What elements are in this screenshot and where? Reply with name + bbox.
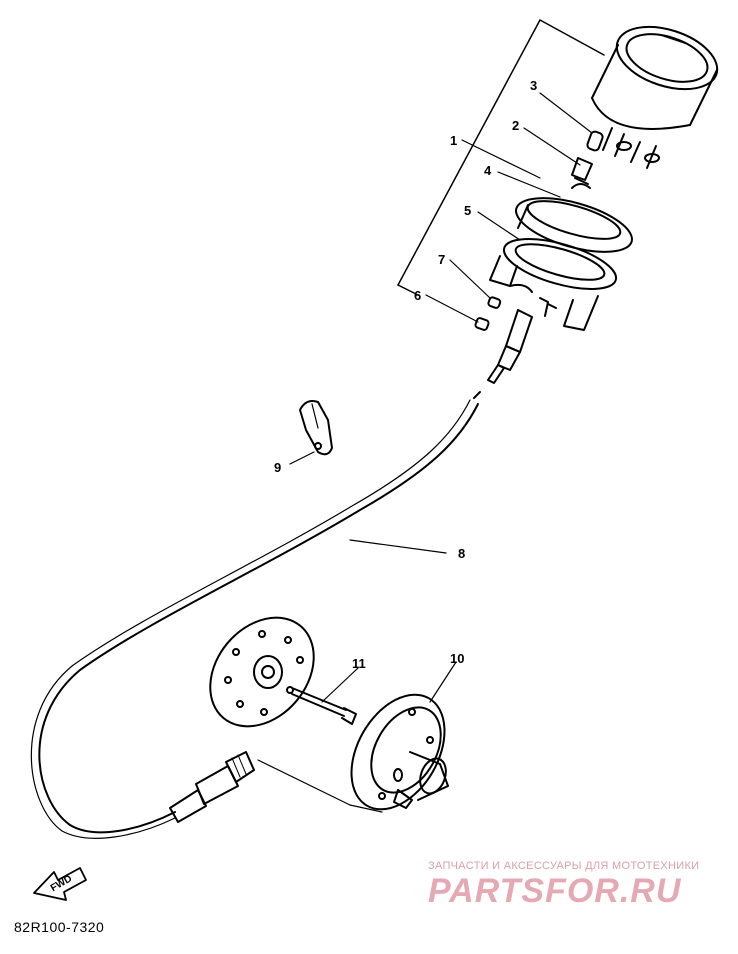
drawing-code: 82R100-7320	[14, 919, 105, 935]
part-number-3: 3	[530, 78, 537, 93]
fwd-label: FWD	[49, 873, 74, 894]
meter-bracket-part	[489, 237, 618, 331]
bulb-part	[586, 130, 604, 152]
grommet-part	[487, 296, 502, 309]
assembly-bracket	[397, 19, 605, 296]
socket-part	[571, 157, 593, 185]
part-number-5: 5	[464, 203, 471, 218]
cable-clamp-part	[299, 400, 333, 456]
part-number-8: 8	[458, 546, 465, 561]
part-number-4: 4	[484, 163, 492, 178]
forward-direction-arrow	[33, 867, 87, 901]
drive-shaft-part	[291, 687, 357, 725]
part-number-1: 1	[450, 133, 457, 148]
speedometer-gear-unit	[350, 693, 449, 811]
speedometer-meter	[591, 25, 719, 169]
part-number-labels: 3 2 1 4 5 7 6 9 8 11 10 FWD	[49, 78, 537, 894]
part-number-2: 2	[512, 118, 519, 133]
watermark-brand: PARTSFOR.RU	[428, 872, 682, 910]
collar-part	[474, 317, 490, 331]
part-number-9: 9	[274, 460, 281, 475]
cable-upper-fitting	[487, 297, 557, 384]
speedometer-cable	[30, 391, 481, 839]
cable-lower-fitting	[169, 751, 255, 823]
part-number-10: 10	[450, 651, 464, 666]
part-number-11: 11	[352, 656, 366, 671]
part-number-7: 7	[438, 252, 445, 267]
hub-disc	[209, 616, 315, 728]
watermark-subtitle: ЗАПЧАСТИ И АКСЕССУАРЫ ДЛЯ МОТОТЕХНИКИ	[428, 860, 700, 872]
part-number-6: 6	[414, 288, 421, 303]
meter-cover-part	[515, 183, 633, 253]
callout-leaders	[289, 92, 593, 703]
leader-line	[257, 759, 383, 813]
